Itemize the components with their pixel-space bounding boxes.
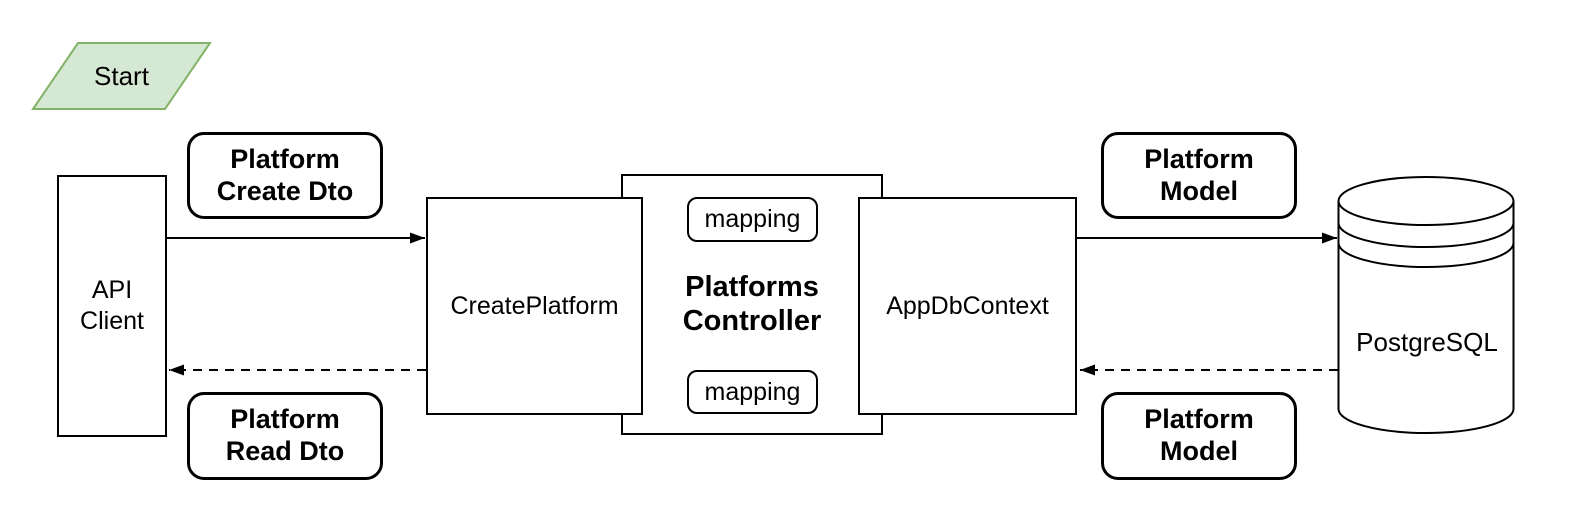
start-shape bbox=[31, 42, 212, 110]
api-client-label: API Client bbox=[80, 276, 144, 335]
create-platform-label: CreatePlatform bbox=[450, 291, 619, 320]
label-platform-read-dto: Platform Read Dto bbox=[187, 392, 383, 480]
node-create-platform: CreatePlatform bbox=[426, 197, 643, 415]
start-node-label: Start bbox=[33, 43, 210, 109]
platforms-controller-text: Platforms Controller bbox=[682, 271, 822, 337]
start-label-text: Start bbox=[94, 60, 149, 91]
appdbcontext-label: AppDbContext bbox=[886, 291, 1049, 320]
database-cylinder-icon bbox=[1337, 176, 1515, 434]
postgresql-text: PostgreSQL bbox=[1356, 326, 1498, 357]
platforms-controller-title: Platforms Controller bbox=[621, 270, 883, 340]
node-postgresql-label: PostgreSQL bbox=[1339, 322, 1515, 362]
label-platform-create-dto: Platform Create Dto bbox=[187, 132, 383, 219]
node-appdbcontext: AppDbContext bbox=[858, 197, 1077, 415]
mapping-bottom-label: mapping bbox=[704, 377, 801, 406]
platform-model-request-text: Platform Model bbox=[1144, 143, 1254, 206]
platform-create-dto-text: Platform Create Dto bbox=[216, 143, 354, 206]
platform-model-response-text: Platform Model bbox=[1144, 404, 1254, 466]
platform-read-dto-text: Platform Read Dto bbox=[225, 404, 345, 466]
label-platform-model-request: Platform Model bbox=[1101, 132, 1297, 219]
node-mapping-bottom: mapping bbox=[687, 370, 818, 414]
node-api-client: API Client bbox=[57, 175, 167, 437]
node-mapping-top: mapping bbox=[687, 197, 818, 242]
mapping-top-label: mapping bbox=[704, 205, 801, 233]
label-platform-model-response: Platform Model bbox=[1101, 392, 1297, 480]
